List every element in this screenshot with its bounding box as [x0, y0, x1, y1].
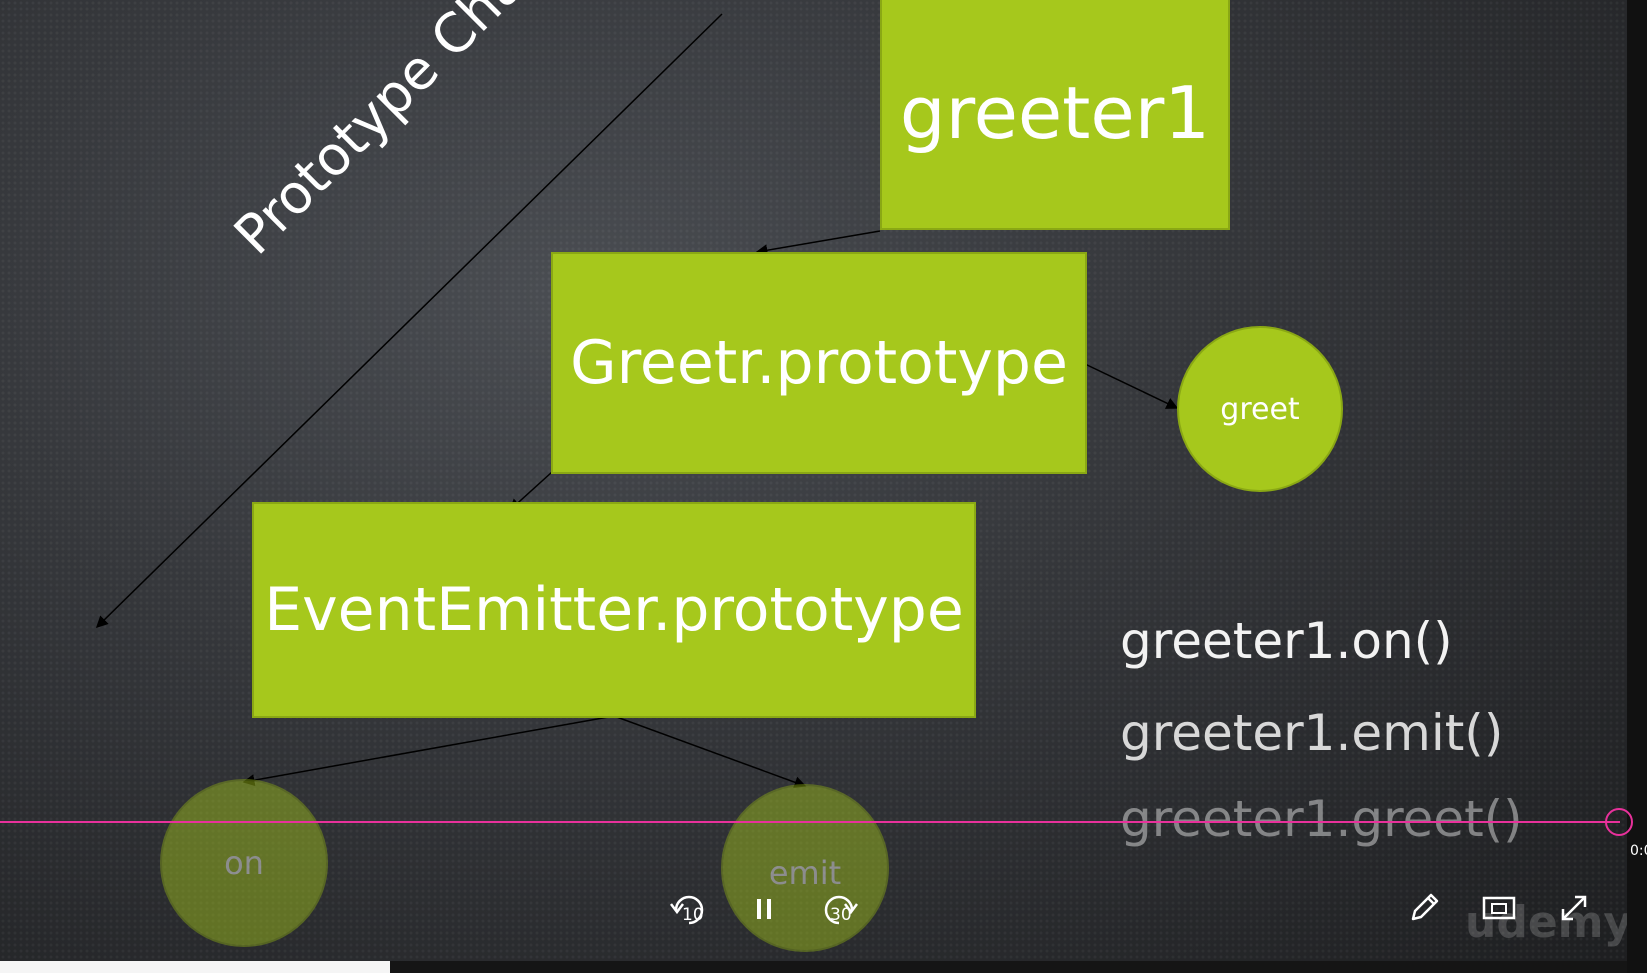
- method-emit: greeter1.emit(): [1120, 704, 1504, 762]
- seek-handle[interactable]: [1605, 808, 1633, 836]
- emit-circle: emit: [721, 784, 889, 952]
- greeter1-to-greetr-arrow: [755, 230, 881, 257]
- on-circle: on: [160, 779, 328, 947]
- fullscreen-button[interactable]: [1554, 888, 1594, 928]
- forward-seconds: 30: [830, 905, 852, 925]
- current-time: 0:0: [1630, 843, 1647, 859]
- player-edge: [1627, 0, 1647, 973]
- picture-in-picture-button[interactable]: [1479, 890, 1519, 926]
- greet-label: greet: [1220, 391, 1300, 427]
- eventemitter-prototype-label: EventEmitter.prototype: [264, 575, 964, 645]
- rewind-button[interactable]: 10: [668, 888, 710, 930]
- forward-icon: [824, 895, 858, 925]
- pause-icon: [757, 899, 771, 919]
- pencil-icon: [1411, 893, 1439, 921]
- emit-label: emit: [768, 854, 842, 892]
- greetr-prototype-box: Greetr.prototype: [551, 252, 1087, 474]
- emitter-to-emit-arrow: [613, 715, 807, 789]
- fullscreen-icon: [1561, 895, 1587, 921]
- forward-button[interactable]: 30: [818, 888, 860, 930]
- seek-bar[interactable]: [0, 821, 1620, 823]
- greeter1-box: greeter1: [880, 0, 1230, 230]
- prototype-chain-arrow: [95, 13, 723, 629]
- overall-progress: [0, 961, 390, 973]
- method-greet: greeter1.greet(): [1120, 790, 1523, 848]
- greeter1-label: greeter1: [899, 71, 1211, 155]
- add-note-button[interactable]: [1404, 888, 1444, 928]
- bottom-bar: [0, 961, 1627, 973]
- greet-circle: greet: [1177, 326, 1343, 492]
- greetr-prototype-label: Greetr.prototype: [570, 328, 1068, 398]
- picture-in-picture-icon: [1482, 896, 1516, 920]
- rewind-icon: [670, 895, 704, 925]
- eventemitter-prototype-box: EventEmitter.prototype: [252, 502, 976, 718]
- greetr-to-greet-arrow: [1084, 363, 1179, 409]
- on-label: on: [224, 844, 264, 882]
- pause-button[interactable]: [748, 888, 780, 930]
- rewind-seconds: 10: [682, 905, 704, 925]
- emitter-to-on-arrow: [242, 715, 615, 787]
- method-on: greeter1.on(): [1120, 612, 1453, 670]
